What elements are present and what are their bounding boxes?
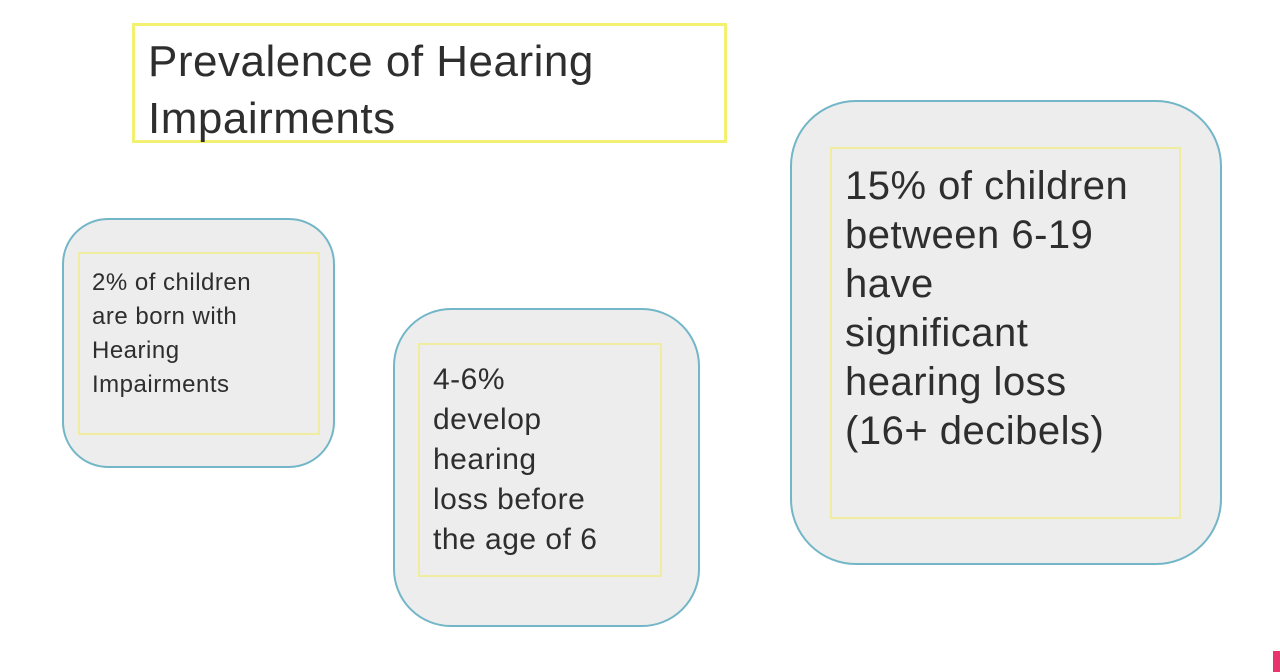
- text-frame: 4-6% develop hearing loss before the age…: [418, 343, 662, 577]
- stat-box-significant-loss-6-19: 15% of children between 6-19 have signif…: [790, 100, 1222, 565]
- slide-title: Prevalence of Hearing Impairments: [148, 37, 594, 143]
- stat-text: 4-6% develop hearing loss before the age…: [433, 363, 598, 556]
- stat-text: 15% of children between 6-19 have signif…: [845, 164, 1129, 453]
- stat-box-develop-before-age-6: 4-6% develop hearing loss before the age…: [393, 308, 700, 627]
- title-box: Prevalence of Hearing Impairments: [132, 23, 727, 143]
- pink-accent-bar: [1273, 651, 1280, 672]
- text-frame: 2% of children are born with Hearing Imp…: [78, 252, 320, 435]
- text-frame: 15% of children between 6-19 have signif…: [830, 147, 1181, 519]
- stat-text: 2% of children are born with Hearing Imp…: [92, 269, 252, 398]
- stat-box-born-with-impairments: 2% of children are born with Hearing Imp…: [62, 218, 335, 468]
